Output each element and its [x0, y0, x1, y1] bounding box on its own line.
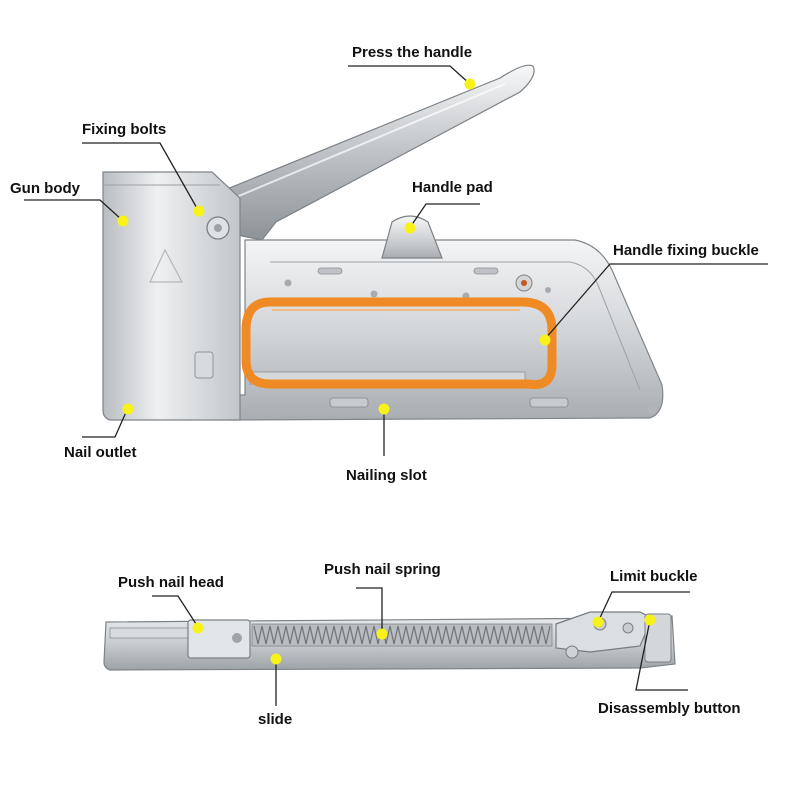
markers	[117, 78, 656, 665]
label-disassembly-button: Disassembly button	[598, 700, 741, 717]
magazine-illustration	[103, 611, 676, 671]
marker-fixing-bolts	[193, 205, 205, 217]
magazine-lip	[109, 627, 191, 639]
slot-1	[317, 267, 343, 275]
emboss-triangle	[149, 248, 183, 283]
leader-handle-pad	[410, 203, 480, 227]
push-nail-spring-shape	[253, 625, 551, 645]
leader-push-nail-spring	[356, 587, 383, 632]
body-inner-line	[270, 261, 641, 391]
label-push-nail-head: Push nail head	[118, 574, 224, 591]
marker-handle-fixing-buckle	[539, 334, 551, 346]
stapler-body-shape	[229, 239, 664, 421]
marker-nailing-slot	[378, 403, 390, 415]
push-nail-head-shape	[187, 619, 251, 659]
leader-gun-body	[24, 199, 123, 221]
rivet-5	[648, 406, 656, 414]
push-head-hole	[232, 633, 242, 643]
magazine-pivot	[565, 645, 579, 659]
marker-slide	[270, 653, 282, 665]
handle-highlight	[214, 83, 506, 207]
label-handle-pad: Handle pad	[412, 179, 493, 196]
limit-buckle-hole-2	[622, 622, 634, 634]
fixing-bolt-center	[214, 224, 222, 232]
buckle-pin-dot	[521, 280, 527, 286]
leader-nail-outlet	[82, 409, 128, 438]
disassembly-button-shape	[644, 613, 672, 663]
leader-press-handle	[348, 65, 471, 85]
label-slide: slide	[258, 711, 293, 728]
label-nailing-slot: Nailing slot	[346, 467, 427, 484]
marker-push-nail-head	[192, 622, 204, 634]
label-press-handle: Press the handle	[352, 44, 473, 61]
leader-limit-buckle	[597, 591, 690, 623]
orange-grip	[241, 297, 557, 390]
label-fixing-bolts: Fixing bolts	[82, 121, 167, 138]
label-handle-fixing-buckle: Handle fixing buckle	[613, 242, 759, 259]
marker-limit-buckle	[592, 616, 604, 628]
leader-handle-fixing-buckle	[544, 263, 768, 340]
rivet-2	[370, 290, 378, 298]
marker-push-nail-spring	[376, 628, 388, 640]
leader-push-nail-head	[152, 595, 199, 628]
marker-press-handle	[464, 78, 476, 90]
label-gun-body: Gun body	[10, 180, 80, 197]
label-push-nail-spring: Push nail spring	[324, 561, 441, 578]
marker-gun-body	[117, 215, 129, 227]
stapler-illustration	[102, 64, 664, 421]
marker-handle-pad	[404, 222, 416, 234]
gun-body-shape	[102, 171, 241, 421]
press-handle-shape	[204, 64, 535, 241]
leader-lines	[24, 65, 768, 706]
outlet-notch	[194, 351, 214, 379]
leader-disassembly-button	[635, 619, 688, 691]
slot-2	[473, 267, 499, 275]
nailing-slot-shape	[329, 397, 369, 408]
label-limit-buckle: Limit buckle	[610, 568, 698, 585]
rivet-1	[284, 279, 292, 287]
lower-slot-2	[529, 397, 569, 408]
leader-fixing-bolts	[82, 142, 199, 211]
marker-disassembly-button	[644, 614, 656, 626]
label-nail-outlet: Nail outlet	[64, 444, 137, 461]
handle-pad-shape	[381, 215, 443, 259]
rivet-4	[545, 287, 551, 293]
marker-nail-outlet	[122, 403, 134, 415]
